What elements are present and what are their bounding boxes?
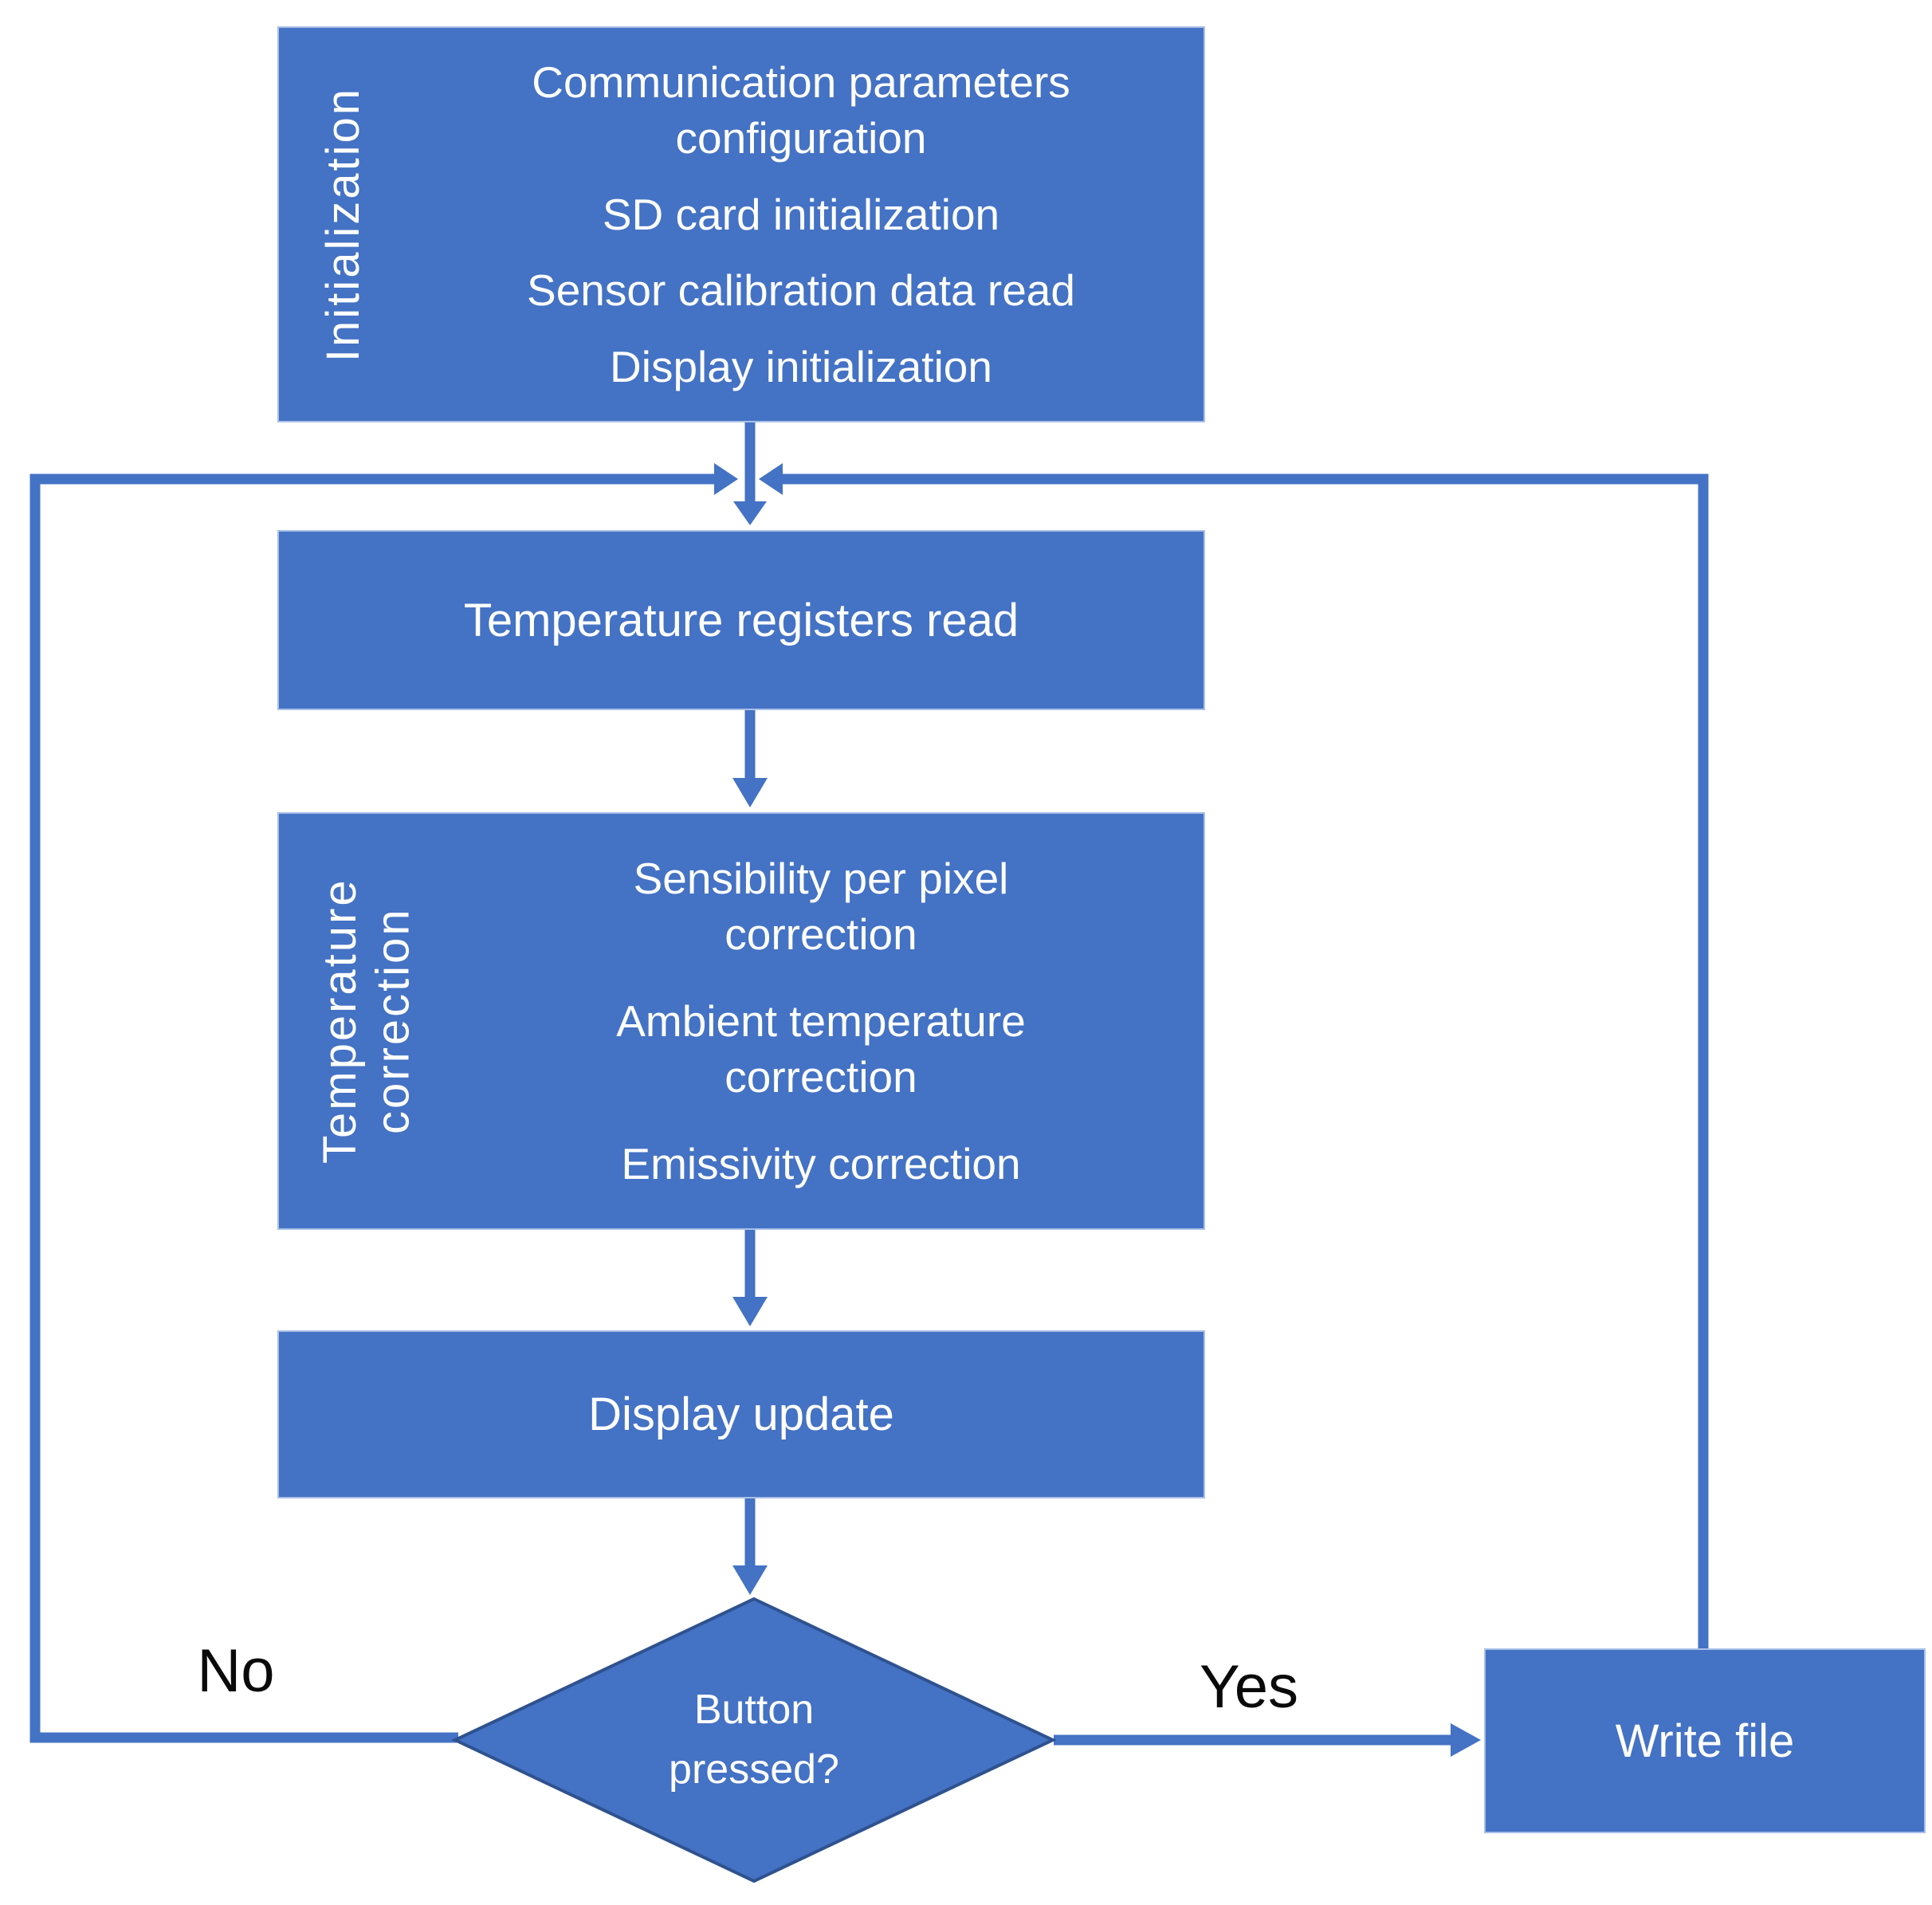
- decision-text: Button pressed?: [669, 1686, 839, 1793]
- arrowhead-into-correction: [732, 778, 768, 807]
- connector-write-return: [783, 473, 1709, 1648]
- initialization-side-label-text: Initialization: [316, 86, 369, 363]
- initialization-item: Communication parameters configuration: [532, 57, 1070, 163]
- arrowhead-into-write-file: [1451, 1723, 1481, 1757]
- temperature-correction-side-label-text: Temperature correction: [314, 878, 419, 1165]
- initialization-item: Sensor calibration data read: [527, 265, 1075, 316]
- arrowhead-into-display-update: [732, 1297, 768, 1326]
- edge-label-no: No: [197, 1636, 275, 1705]
- temperature-correction-side-label: Temperature correction: [284, 814, 451, 1228]
- node-write-file: Write file: [1484, 1648, 1926, 1833]
- display-update-text: Display update: [588, 1388, 894, 1440]
- temperature-registers-text: Temperature registers read: [463, 594, 1019, 646]
- temperature-correction-item: Ambient temperature correction: [616, 996, 1026, 1102]
- initialization-items: Communication parameters configuration S…: [399, 28, 1204, 421]
- arrowhead-junction-down: [733, 501, 767, 525]
- node-initialization: Initialization Communication parameters …: [277, 26, 1205, 422]
- initialization-item: Display initialization: [610, 341, 992, 391]
- initialization-side-label: Initialization: [284, 28, 403, 421]
- edge-label-yes: Yes: [1200, 1652, 1298, 1721]
- arrowhead-into-decision: [732, 1565, 768, 1595]
- connector-no-loop: [29, 473, 714, 1743]
- node-display-update: Display update: [277, 1330, 1205, 1498]
- node-temperature-registers: Temperature registers read: [277, 530, 1205, 710]
- write-file-text: Write file: [1615, 1715, 1795, 1767]
- arrowhead-junction-from-right: [759, 463, 783, 495]
- decision-button-pressed: Button pressed?: [555, 1670, 953, 1810]
- arrowhead-junction-from-left: [714, 463, 738, 495]
- node-temperature-correction: Temperature correction Sensibility per p…: [277, 812, 1205, 1230]
- temperature-correction-item: Sensibility per pixel correction: [633, 854, 1009, 960]
- temperature-correction-items: Sensibility per pixel correction Ambient…: [438, 814, 1204, 1228]
- temperature-correction-item: Emissivity correction: [621, 1138, 1021, 1188]
- decision-diamond-shape: [451, 1597, 1057, 1883]
- initialization-item: SD card initialization: [602, 189, 1000, 239]
